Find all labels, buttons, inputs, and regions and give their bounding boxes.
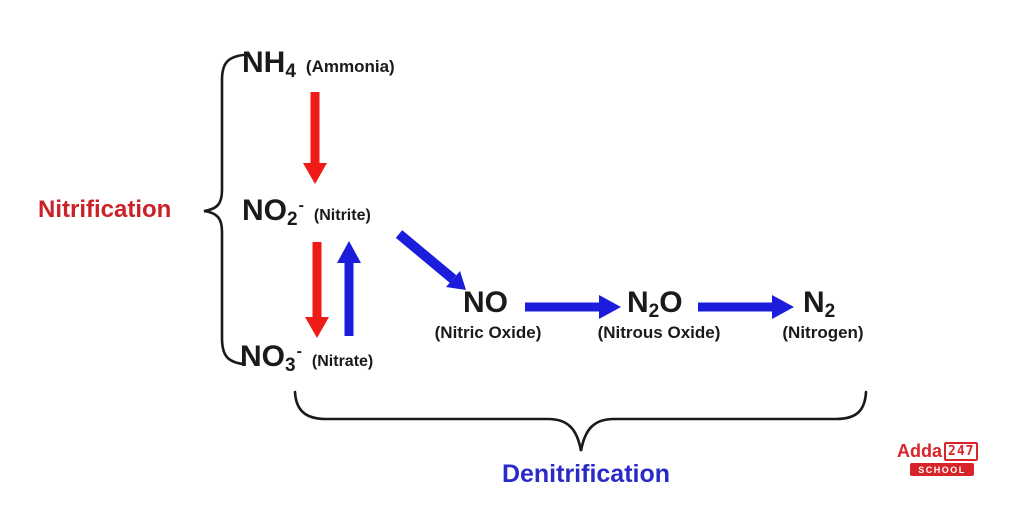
n2o-formula-o: O xyxy=(659,286,683,319)
arrow-nh4-to-no2 xyxy=(303,92,327,184)
n2-formula: N xyxy=(803,286,825,319)
n2-name: (Nitrogen) xyxy=(782,323,864,342)
school-badge: SCHOOL xyxy=(910,463,974,476)
no-formula: NO xyxy=(463,286,508,319)
n2o-name: (Nitrous Oxide) xyxy=(597,323,721,342)
nitrification-label: Nitrification xyxy=(38,196,172,223)
nh4-name: (Ammonia) xyxy=(305,57,395,76)
brand-name-text: Adda xyxy=(897,441,942,461)
adda247-school-logo: Adda 247 SCHOOL xyxy=(897,441,993,476)
nh4-subscript: 4 xyxy=(285,61,296,82)
no3-subscript: 3 xyxy=(285,355,296,376)
node-no: NO xyxy=(463,288,508,318)
no2-formula: NO xyxy=(242,194,287,227)
arrow-no-to-n2o xyxy=(525,295,621,319)
n2o-subscript: 2 xyxy=(648,301,660,322)
no3-name: (Nitrate) xyxy=(311,353,374,370)
no3-charge: - xyxy=(296,343,302,360)
arrow-no3-to-no2 xyxy=(337,241,361,336)
arrow-n2o-to-n2 xyxy=(698,295,794,319)
no2-name: (Nitrite) xyxy=(313,207,371,224)
n2o-formula: N xyxy=(627,286,649,319)
nitrification-brace xyxy=(203,53,245,366)
denitrification-brace xyxy=(293,390,868,452)
no-name: (Nitric Oxide) xyxy=(434,323,542,342)
brand-row: Adda 247 xyxy=(897,441,993,462)
no2-subscript: 2 xyxy=(287,209,298,230)
arrow-no2-to-no xyxy=(395,230,466,290)
no3-formula: NO xyxy=(240,340,285,373)
denitrification-label: Denitrification xyxy=(501,460,671,488)
nh4-formula: NH xyxy=(242,46,286,79)
brand-number-badge: 247 xyxy=(944,442,979,461)
n2-subscript: 2 xyxy=(824,301,836,322)
arrow-no2-to-no3 xyxy=(305,242,329,338)
no2-charge: - xyxy=(298,197,304,214)
